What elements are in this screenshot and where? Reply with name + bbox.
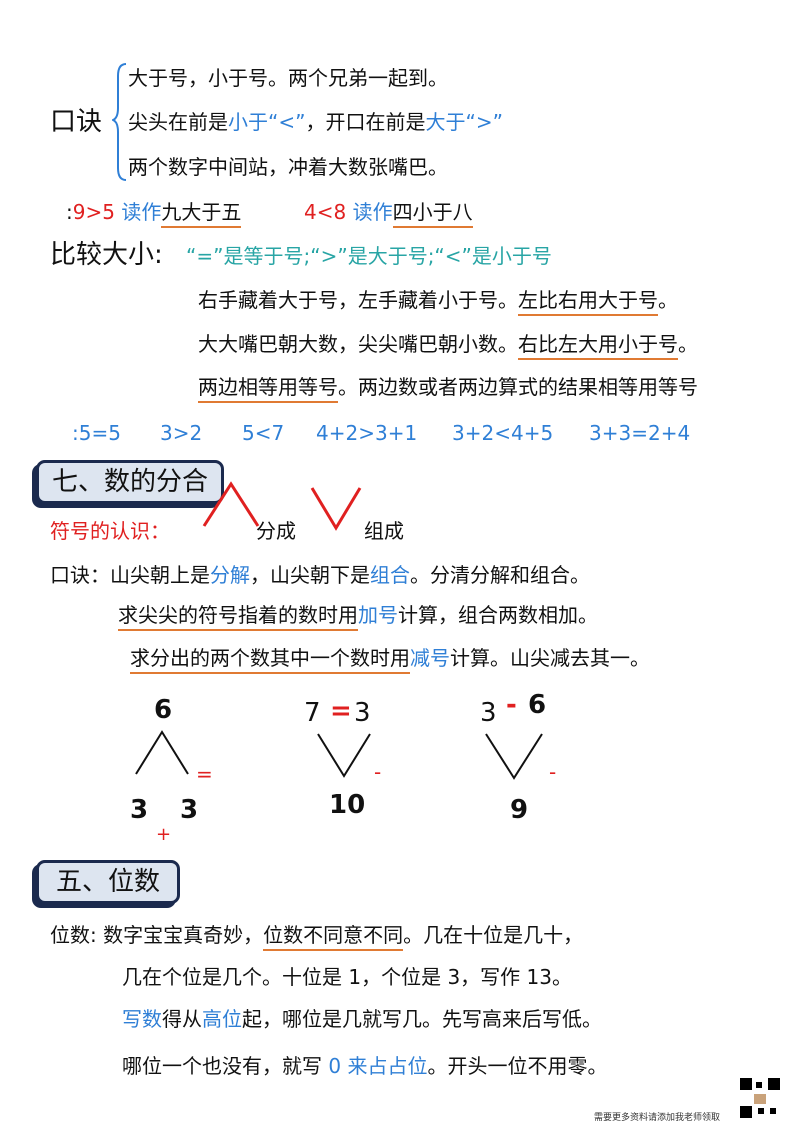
split-symbol-icon	[202, 481, 260, 527]
compare-example: 3+3=2+4	[589, 421, 691, 445]
digits-line4: 哪位一个也没有，就写 0 来占占位。开头一位不用零。	[122, 1054, 608, 1078]
compare-example: :5=5	[72, 421, 121, 445]
diagram2-bottom: 10	[329, 790, 366, 820]
combine-symbol-icon	[310, 487, 362, 531]
compare-line1: 右手藏着大于号，左手藏着小于号。左比右用大于号。	[198, 288, 678, 316]
footer-note: 需要更多资料请添加我老师领取	[594, 1113, 721, 1123]
diagram2-eq: =	[330, 696, 352, 726]
compare-example: 3+2<4+5	[452, 421, 554, 445]
koujue-line2: 尖头在前是小于“<”，开口在前是大于“>”	[128, 110, 503, 134]
combine-label: 组成	[364, 519, 404, 543]
combine-lines-icon	[485, 733, 543, 780]
diagram3-right: 6	[528, 690, 547, 720]
section-title-7: 七、数的分合	[36, 460, 224, 504]
section-title-5: 五、位数	[36, 860, 180, 904]
diagram2-right: 3	[354, 698, 371, 728]
koujue-line3: 两个数字中间站，冲着大数张嘴巴。	[128, 155, 448, 179]
compare-example: 5<7	[242, 421, 285, 445]
diagram1-left: 3	[130, 795, 149, 825]
digits-line2: 几在个位是几个。十位是 1，个位是 3，写作 13。	[122, 965, 572, 989]
diagram3-op1: -	[506, 690, 517, 720]
rule-line2: 求尖尖的符号指着的数时用加号计算，组合两数相加。	[118, 603, 598, 631]
compare-signs: “=”是等于号;“>”是大于号;“<”是小于号	[186, 244, 552, 268]
diagram3-bottom: 9	[510, 795, 529, 825]
curly-brace-icon	[112, 63, 127, 181]
digits-line3: 写数得从高位起，哪位是几就写几。先写高来后写低。	[122, 1007, 602, 1031]
koujue-line1: 大于号，小于号。两个兄弟一起到。	[128, 66, 448, 90]
diagram1-right: 3	[180, 795, 199, 825]
qr-code-icon	[740, 1078, 780, 1118]
compare-label: 比较大小:	[50, 240, 163, 270]
koujue-label: 口诀	[50, 107, 103, 137]
symbol-label: 符号的认识：	[50, 519, 170, 543]
rule-line1: 口诀：山尖朝上是分解，山尖朝下是组合。分清分解和组合。	[50, 563, 590, 587]
compare-example: 4+2>3+1	[316, 421, 418, 445]
diagram1-op: +	[156, 824, 172, 845]
diagram1-eq: =	[196, 762, 213, 786]
compare-example: 3>2	[160, 421, 203, 445]
diagram3-left: 3	[480, 698, 497, 728]
diagram3-op2: -	[549, 760, 557, 784]
digits-line1: 位数: 数字宝宝真奇妙，位数不同意不同。几在十位是几十，	[50, 923, 583, 951]
read-example-2: 4<8 读作四小于八	[304, 200, 473, 228]
compare-line3: 两边相等用等号。两边数或者两边算式的结果相等用等号	[198, 375, 698, 403]
split-lines-icon	[135, 730, 189, 775]
combine-lines-icon	[317, 733, 371, 778]
split-label: 分成	[256, 519, 296, 543]
compare-line2: 大大嘴巴朝大数，尖尖嘴巴朝小数。右比左大用小于号。	[198, 332, 698, 360]
diagram2-op: -	[374, 760, 382, 784]
read-example-1: :9>5 读作九大于五	[66, 200, 242, 228]
diagram1-top: 6	[154, 695, 173, 725]
rule-line3: 求分出的两个数其中一个数时用减号计算。山尖减去其一。	[130, 646, 650, 674]
diagram2-left: 7	[304, 698, 321, 728]
